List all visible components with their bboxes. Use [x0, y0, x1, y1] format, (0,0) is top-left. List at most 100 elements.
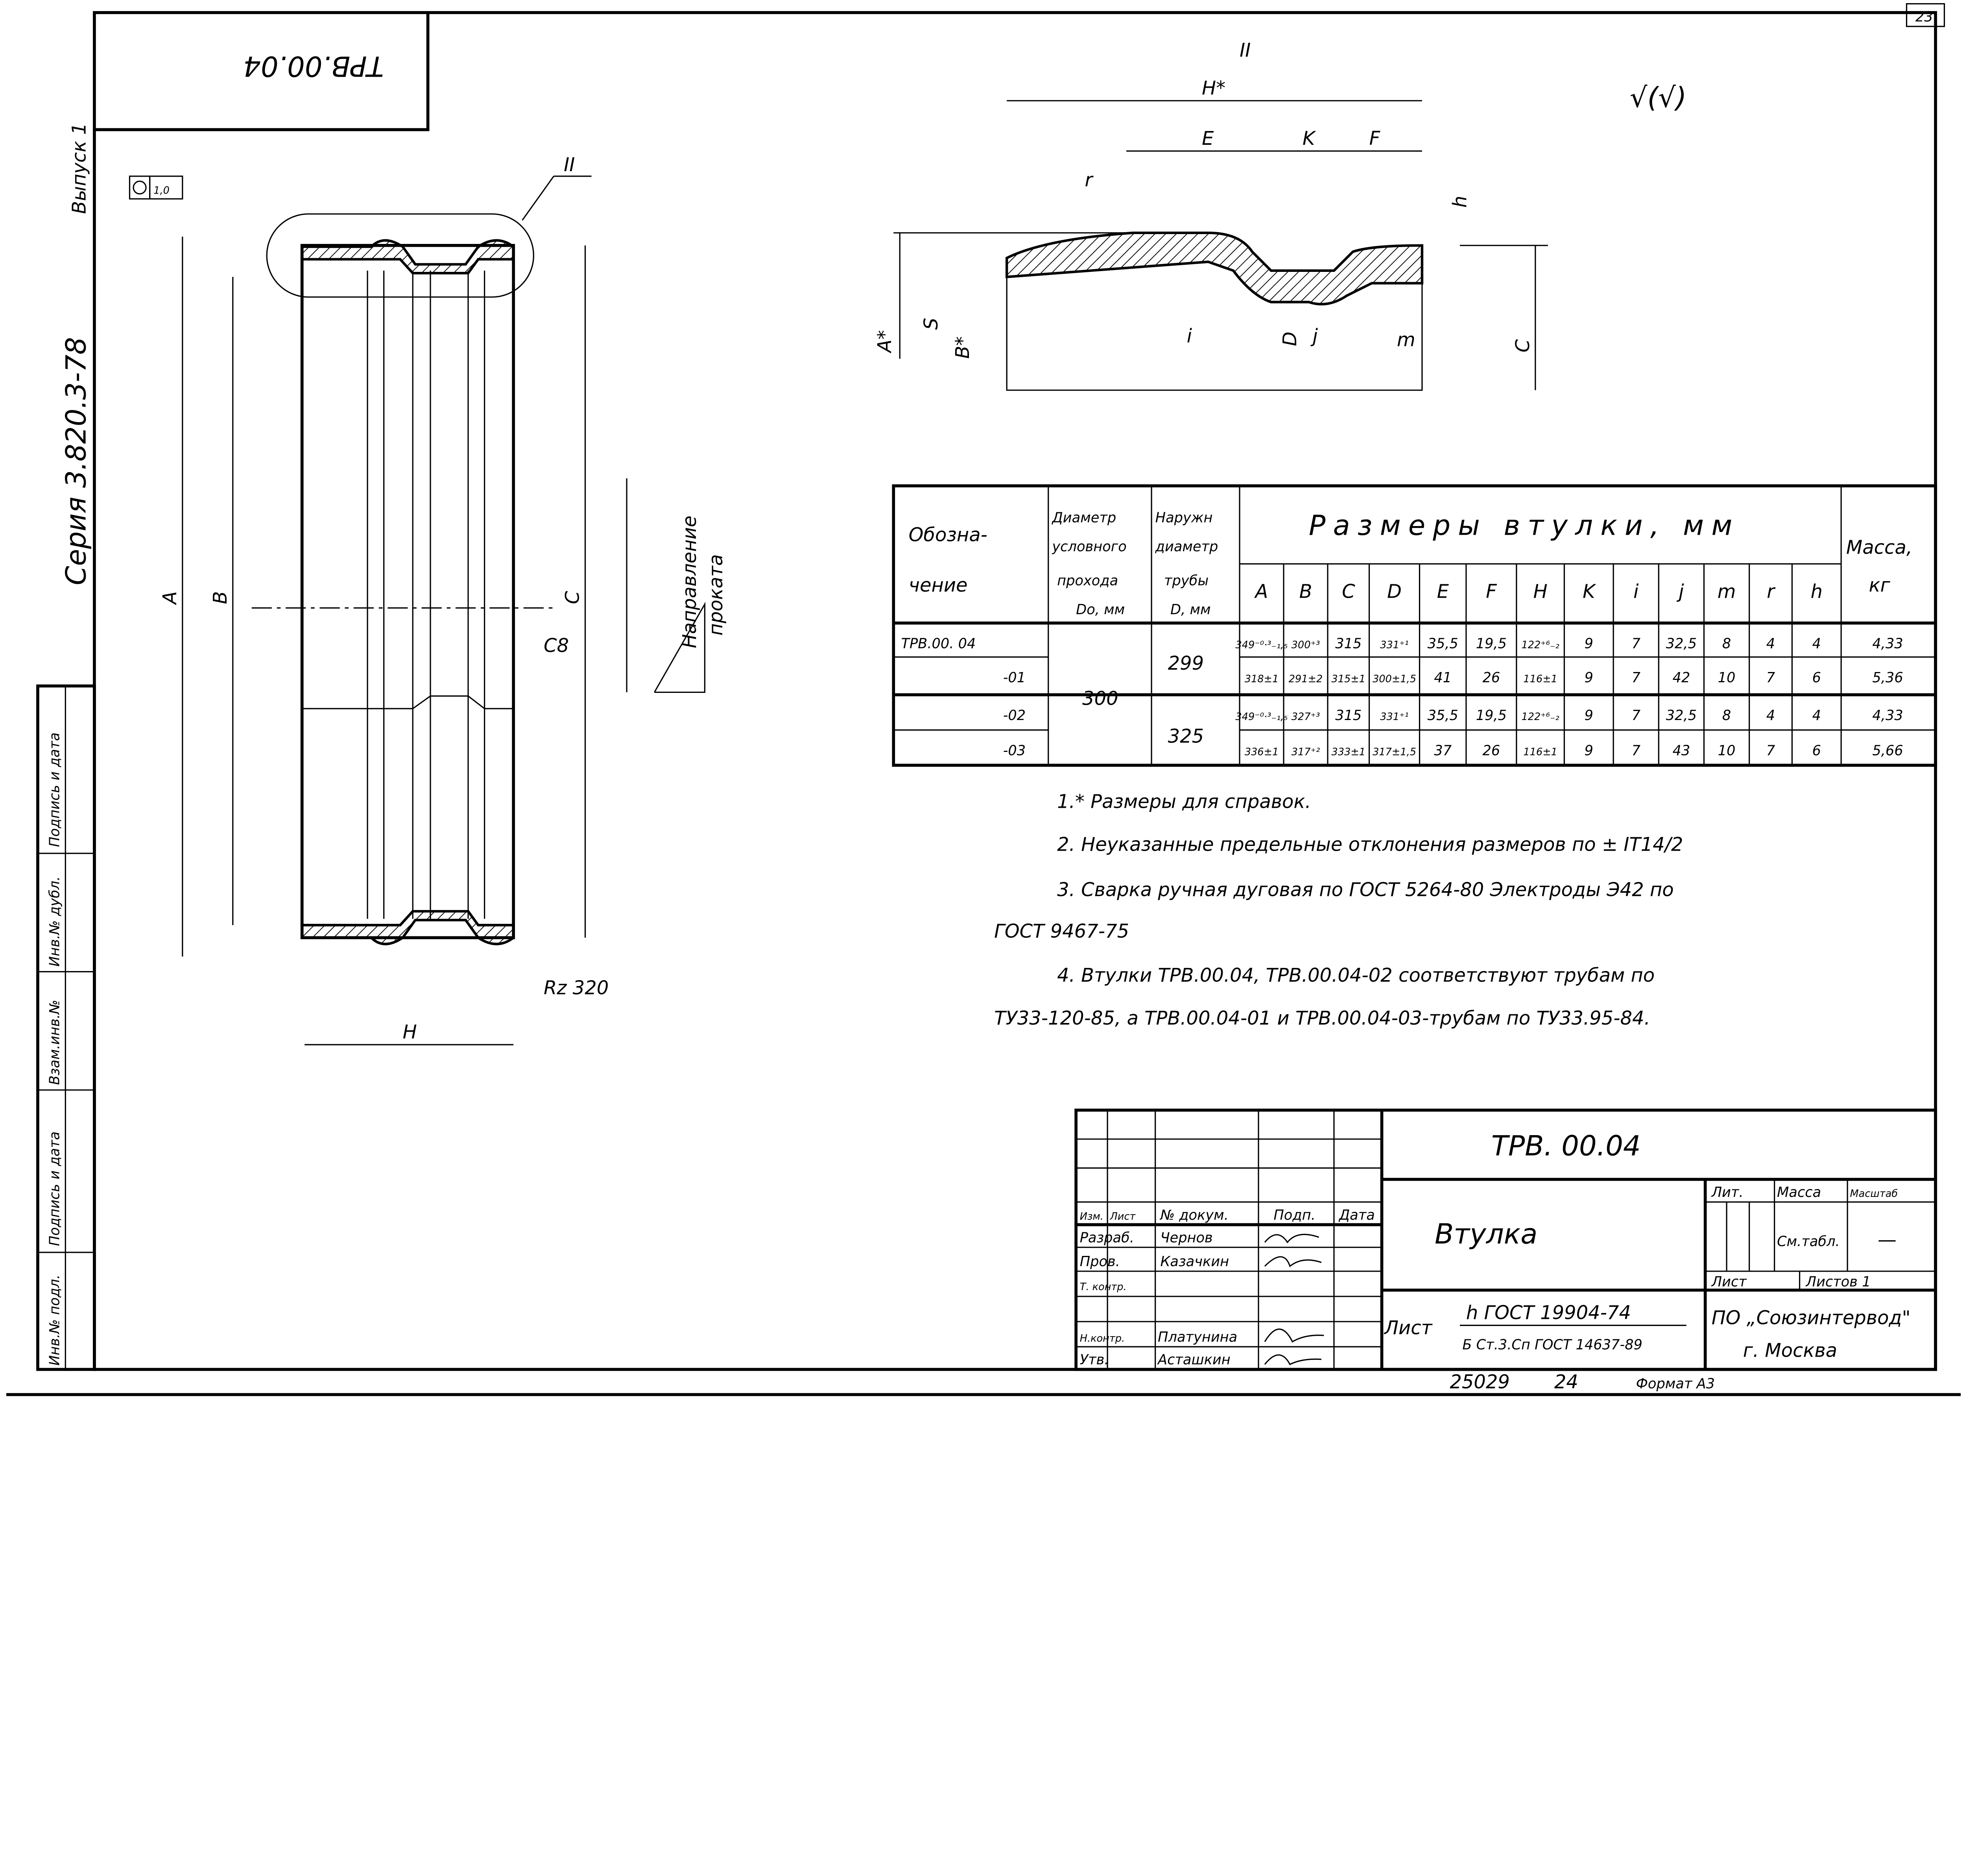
row-code: ТРВ.00. 04 [901, 635, 976, 652]
format-label: Формат А3 [1636, 1376, 1715, 1392]
name-checker: Казачкин [1160, 1254, 1229, 1270]
header-pipe-1: Наружн [1155, 510, 1213, 526]
cell-mass: 5,66 [1872, 742, 1903, 759]
note-3-cont: ГОСТ 9467-75 [994, 920, 1129, 942]
header-code-2: чение [909, 574, 968, 596]
dim-b-label: B [209, 591, 231, 604]
header-letter-D: D [1387, 581, 1402, 603]
cell-D: 317±1,5 [1373, 746, 1416, 758]
cell-A: 318±1 [1245, 673, 1279, 685]
header-nominal-2: условного [1052, 539, 1126, 555]
mass-value: См.табл. [1777, 1233, 1840, 1250]
name-norm-control: Платунина [1158, 1329, 1237, 1345]
cell-pipe-325: 325 [1168, 725, 1204, 747]
chamfer-label: C8 [544, 635, 569, 657]
cell-C: 333±1 [1331, 746, 1365, 758]
header-mass-1: Масса, [1846, 537, 1912, 559]
note-2: 2. Неуказанные предельные отклонения раз… [1057, 834, 1683, 856]
footer-num: 24 [1554, 1371, 1578, 1393]
header-letter-i: i [1633, 581, 1639, 603]
side-col-dup: Инв.№ дубл. [46, 876, 63, 966]
rolling-direction-1: Направление [679, 515, 701, 648]
cell-i: 7 [1631, 670, 1640, 686]
detail-view: II H* E K F h A* S B* C D i j m r [874, 39, 1548, 391]
detail-e-label: E [1202, 127, 1214, 150]
row-code: -02 [1003, 707, 1026, 724]
header-nominal-3: прохода [1057, 573, 1118, 589]
header-pipe-4: D, мм [1170, 602, 1211, 618]
issue-label: Выпуск 1 [68, 123, 90, 214]
detail-callout: II [564, 154, 575, 176]
cell-D: 331⁺¹ [1380, 639, 1409, 651]
roughness-symbol: √(√) [1630, 81, 1687, 114]
role-norm-control: Н.контр. [1080, 1333, 1125, 1344]
cell-m: 10 [1718, 670, 1736, 686]
cell-D: 331⁺¹ [1380, 711, 1409, 723]
cell-A: 349⁻⁰·³₋₁,₅ [1235, 711, 1288, 723]
cell-K: 9 [1585, 635, 1593, 652]
cell-r: 7 [1766, 670, 1775, 686]
cell-K: 9 [1585, 670, 1593, 686]
sheet-label: Лист [1711, 1274, 1747, 1290]
side-col-sign2: Подпись и дата [46, 733, 63, 847]
cell-m: 8 [1722, 707, 1731, 724]
dim-c-label: C [562, 591, 584, 604]
cell-mass: 4,33 [1872, 707, 1903, 724]
cell-i: 7 [1631, 635, 1640, 652]
detail-f-label: F [1369, 127, 1380, 150]
title-name: Втулка [1435, 1218, 1537, 1250]
detail-d-label: D [1279, 332, 1301, 346]
cell-F: 19,5 [1476, 635, 1507, 652]
stamp-code: ТРВ.00.04 [243, 50, 384, 82]
scale-label: Масштаб [1850, 1188, 1898, 1200]
cell-A: 336±1 [1245, 746, 1279, 758]
lit-label: Лит. [1711, 1184, 1744, 1200]
detail-i-label: i [1187, 325, 1192, 347]
detail-a-label: A* [874, 330, 896, 354]
cell-m: 10 [1718, 742, 1736, 759]
main-view: 1,0 II A B C H C8 Rz 320 Направление про… [129, 154, 727, 1045]
detail-k-label: K [1303, 127, 1316, 150]
notes: 1.* Размеры для справок. 2. Неуказанные … [994, 791, 1683, 1029]
series-label: Серия 3.820.3-78 [60, 337, 92, 585]
detail-title: II [1240, 39, 1251, 61]
flatness-tolerance: 1,0 [153, 185, 170, 197]
cell-F: 26 [1482, 742, 1500, 759]
name-developer: Чернов [1160, 1230, 1212, 1246]
row-code: -03 [1003, 742, 1026, 759]
hdr-change: Изм. [1080, 1211, 1103, 1222]
role-tech-control: Т. контр. [1080, 1281, 1127, 1293]
cell-r: 4 [1766, 635, 1775, 652]
role-developer: Разраб. [1080, 1230, 1134, 1246]
cell-i: 7 [1631, 707, 1640, 724]
side-stamp-columns: Инв.№ подл. Подпись и дата Взам.инв.№ Ин… [36, 684, 96, 1371]
cell-E: 41 [1434, 670, 1452, 686]
header-code-1: Обозна- [909, 524, 987, 546]
cell-A: 349⁻⁰·³₋₁,₅ [1235, 639, 1288, 651]
cell-E: 35,5 [1427, 635, 1458, 652]
signatures [1264, 1233, 1324, 1365]
section-bottom [301, 910, 515, 945]
role-checker: Пров. [1080, 1254, 1120, 1270]
header-letter-h: h [1811, 581, 1823, 603]
org-name: ПО „Союзинтервод" [1712, 1307, 1911, 1329]
cell-B: 291±2 [1289, 673, 1323, 685]
scale-value: — [1878, 1229, 1897, 1251]
cell-D: 300±1,5 [1373, 673, 1416, 685]
mass-label: Масса [1777, 1184, 1821, 1200]
detail-s-label: S [920, 318, 942, 330]
header-letter-C: C [1342, 581, 1355, 603]
cell-E: 37 [1434, 742, 1452, 759]
title-block: Изм. Лист № докум. Подп. Дата Разраб. Че… [1074, 1108, 1937, 1393]
cell-h: 4 [1812, 635, 1821, 652]
section-top [301, 239, 515, 275]
cell-H: 122⁺⁶₋₂ [1521, 711, 1559, 723]
detail-b-label: B* [952, 336, 974, 359]
hdr-doc: № докум. [1159, 1207, 1228, 1223]
title-designation: ТРВ. 00.04 [1491, 1130, 1641, 1162]
cell-C: 315 [1335, 707, 1362, 724]
header-letter-A: A [1254, 581, 1268, 603]
material-top: h ГОСТ 19904-74 [1466, 1302, 1631, 1324]
cell-i: 7 [1631, 742, 1640, 759]
dim-h-label: H [403, 1021, 417, 1043]
